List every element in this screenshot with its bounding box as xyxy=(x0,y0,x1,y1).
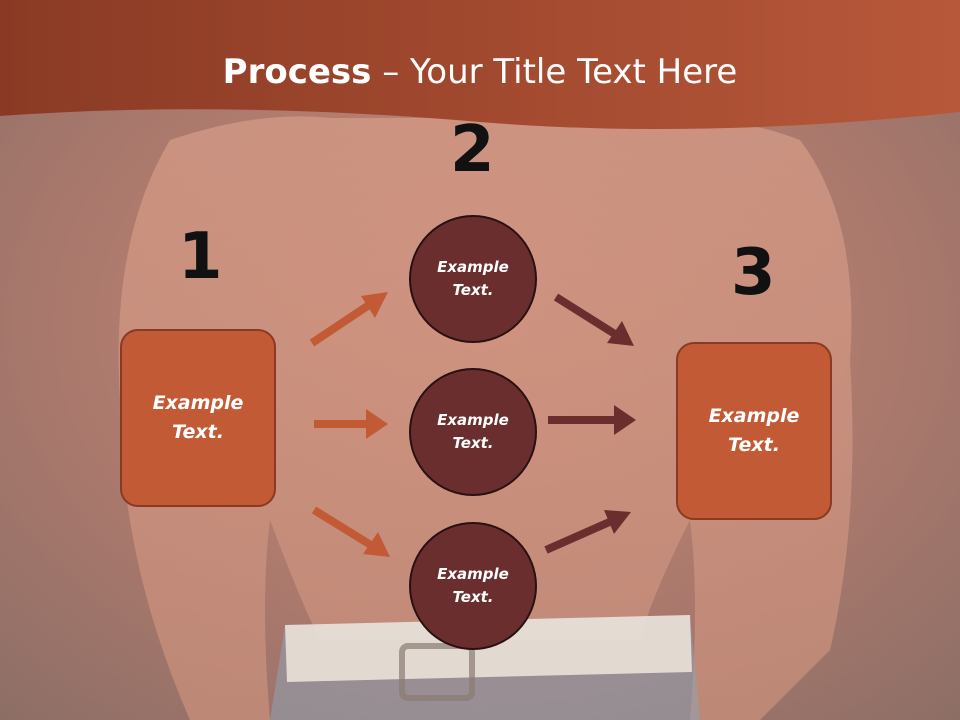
circle-2: Example Text. xyxy=(409,368,537,496)
step-number-3: 3 xyxy=(731,236,776,310)
arrow-from-circle-3 xyxy=(544,510,631,554)
circle-1: Example Text. xyxy=(409,215,537,343)
step-number-1: 1 xyxy=(178,220,223,294)
arrow-to-circle-1 xyxy=(309,292,388,347)
arrow-from-circle-1 xyxy=(553,293,634,346)
right-step-box: Example Text. xyxy=(676,342,832,520)
arrow-to-circle-3 xyxy=(311,506,390,557)
title-separator: – xyxy=(371,52,411,92)
circle-3: Example Text. xyxy=(409,522,537,650)
step-number-2: 2 xyxy=(450,113,495,187)
left-step-box: Example Text. xyxy=(120,329,276,507)
title-bold: Process xyxy=(222,52,372,92)
page-title: Process – Your Title Text Here xyxy=(0,52,960,92)
arrow-from-circle-2 xyxy=(548,405,636,435)
arrow-to-circle-2 xyxy=(314,409,388,439)
title-text: Your Title Text Here xyxy=(410,52,738,92)
